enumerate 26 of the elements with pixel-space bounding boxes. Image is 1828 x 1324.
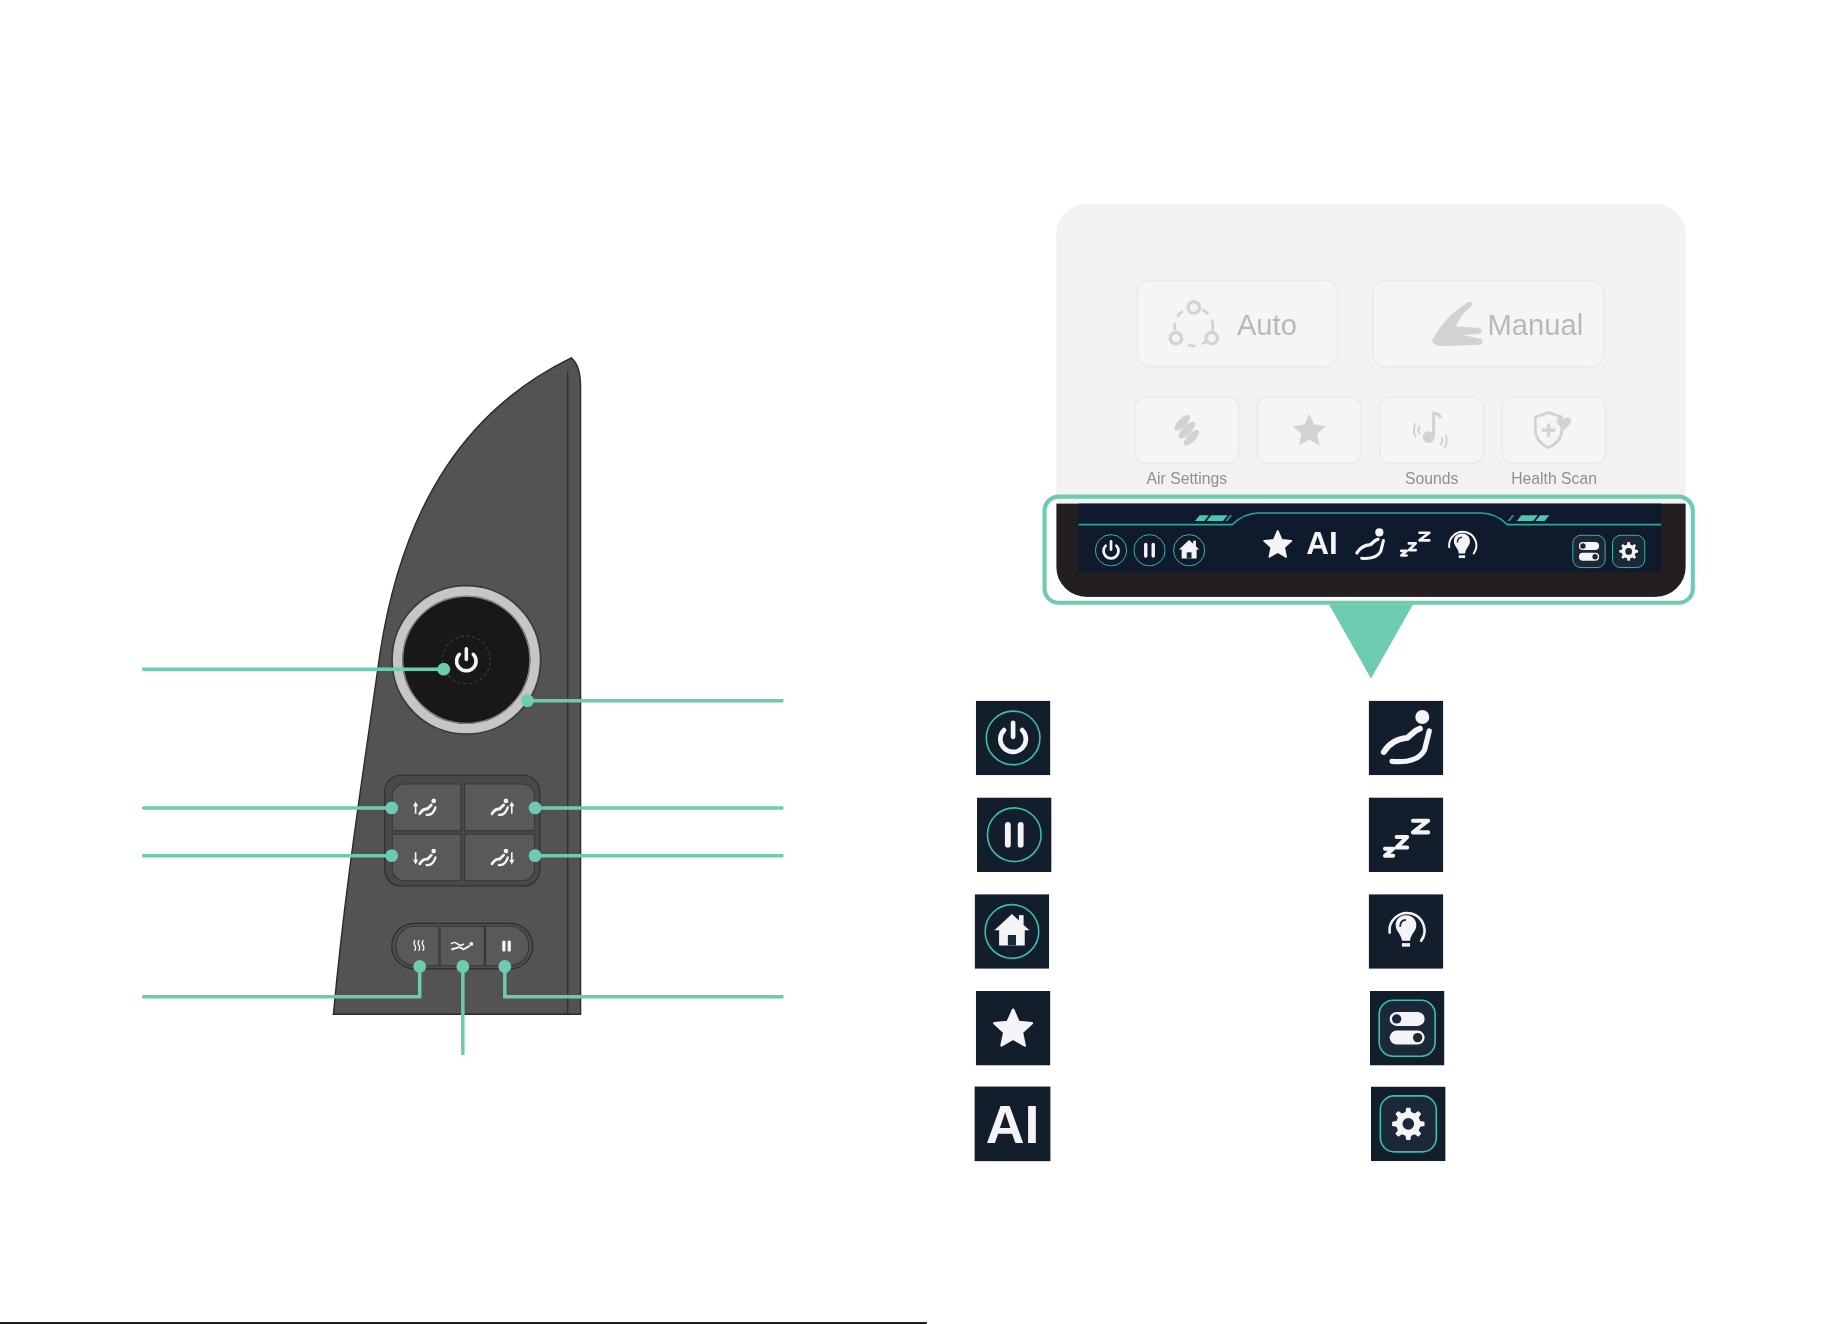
leader-line: [142, 960, 427, 999]
menu-tile: [1256, 396, 1362, 464]
leader-line: [142, 662, 451, 676]
tile-label: Sounds: [1404, 469, 1459, 488]
position-button: [439, 925, 485, 967]
leader-line: [528, 801, 784, 815]
leader-line: [498, 960, 784, 999]
device-screen: [1056, 204, 1686, 597]
tile-label: Auto: [1236, 307, 1297, 342]
leader-line: [528, 849, 784, 863]
tile-label: Health Scan: [1511, 469, 1597, 488]
mode-tile: [1372, 279, 1605, 368]
recline-button: [391, 833, 462, 882]
leader-line: [521, 694, 784, 708]
leader-line: [142, 801, 399, 815]
recline-button: [464, 783, 536, 832]
mode-tile: [1136, 279, 1339, 368]
power-button: [441, 635, 491, 685]
leader-line: [456, 960, 470, 1056]
ai-mode-label: AI: [985, 1097, 1040, 1151]
ai-mode-label: AI: [1306, 528, 1338, 561]
tile-label: Air Settings: [1146, 469, 1228, 488]
recline-button: [391, 783, 462, 832]
tile-label: Manual: [1487, 307, 1584, 342]
recline-button: [464, 833, 536, 882]
leader-line: [142, 849, 399, 863]
